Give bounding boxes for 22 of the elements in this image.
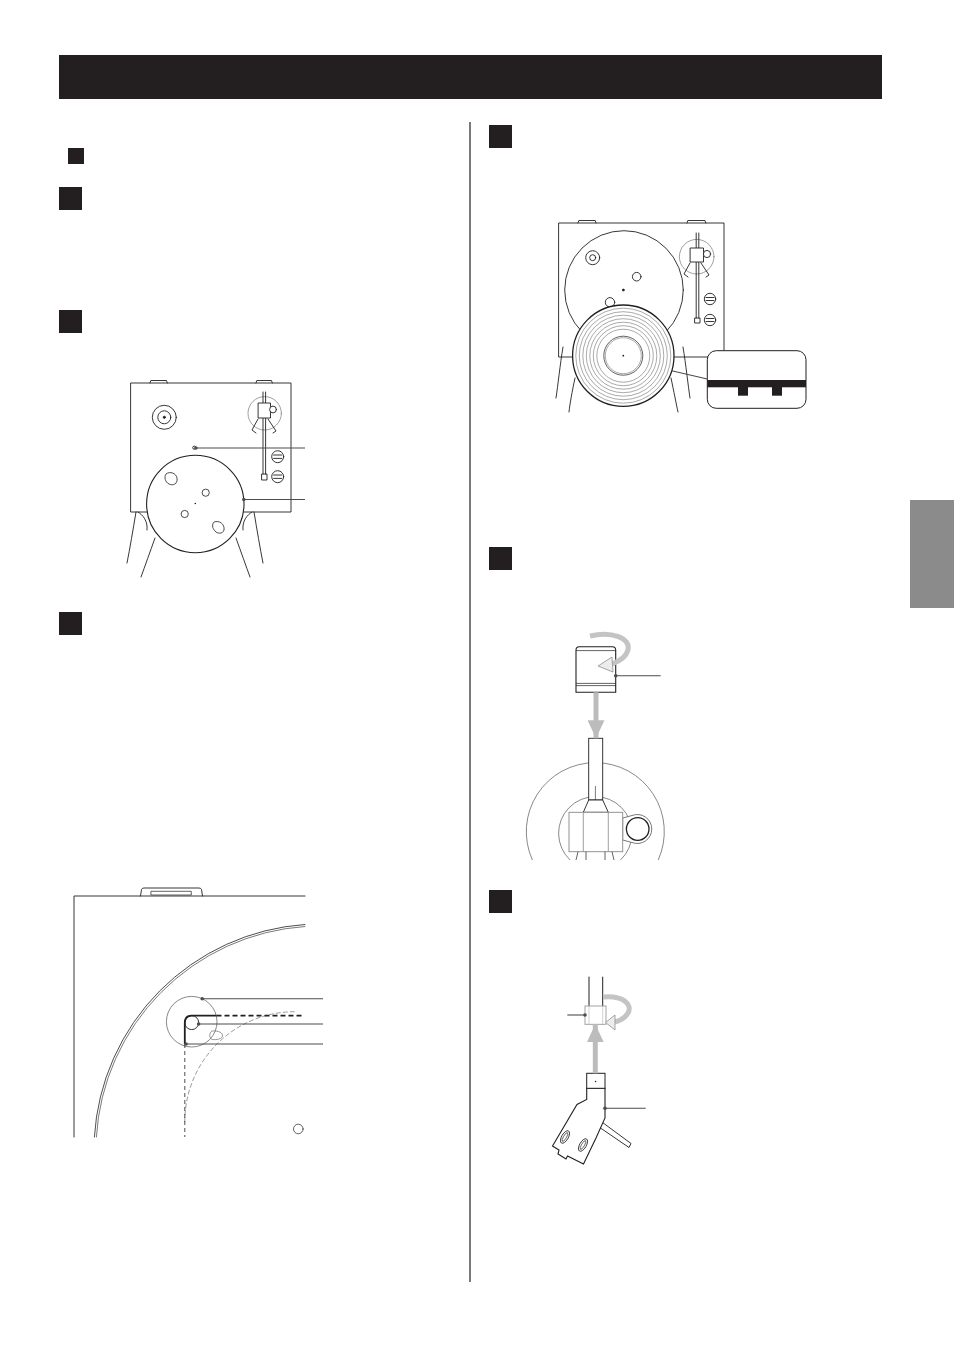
- detail-callout: [706, 350, 807, 409]
- tonearm-base: [526, 737, 665, 861]
- headshell: [551, 1072, 632, 1165]
- leader-line: [613, 673, 662, 678]
- pulley-recess: [166, 996, 223, 1048]
- platter-mat: [571, 304, 675, 408]
- section-tab: [910, 500, 954, 608]
- leader-line: [566, 1013, 587, 1017]
- leader-line: [603, 1106, 647, 1111]
- leader-line: [184, 1042, 324, 1046]
- leader-line: [200, 996, 324, 1001]
- leader-line: [194, 446, 306, 450]
- leader-line: [242, 497, 306, 502]
- arrow: [587, 692, 605, 739]
- arrow: [586, 1024, 604, 1074]
- leader-line: [196, 1022, 324, 1026]
- motor-pulley: [184, 1015, 200, 1031]
- drive-belt: [183, 1014, 305, 1138]
- tonearm-tip: [584, 976, 607, 1025]
- platter: [146, 454, 245, 554]
- spindle: [192, 445, 197, 450]
- counterweight: [575, 646, 617, 693]
